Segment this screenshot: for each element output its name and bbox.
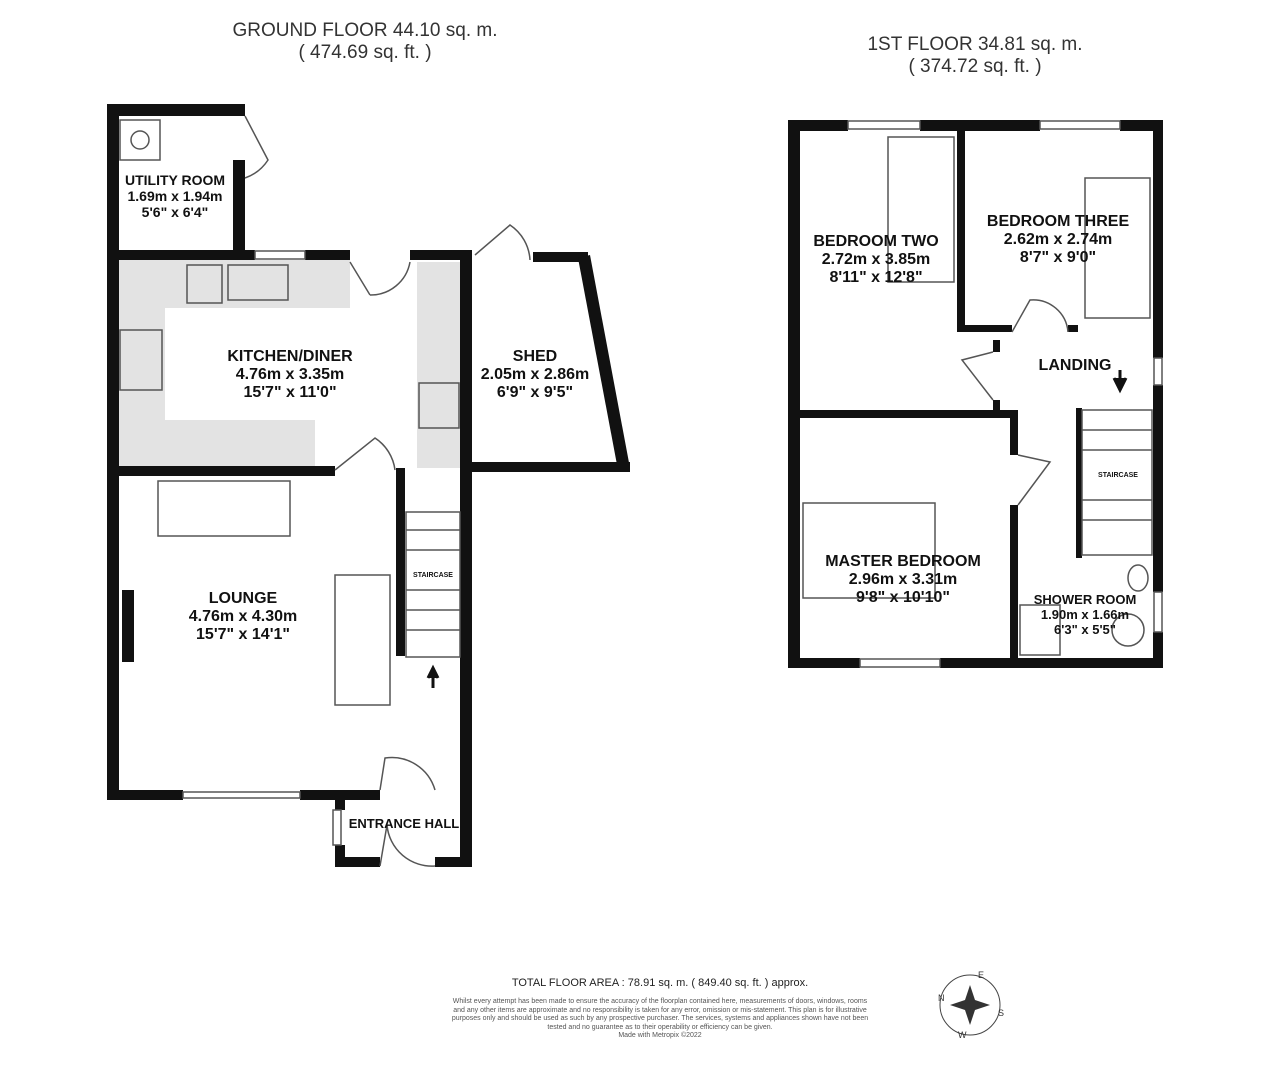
room-metric: 2.62m x 2.74m [1003,231,1113,248]
room-metric: 1.69m x 1.94m [127,188,223,204]
room-name: SHOWER ROOM [1033,592,1137,607]
room-shower: SHOWER ROOM 1.90m x 1.66m 6'3" x 5'5" [1034,592,1137,637]
room-lounge: LOUNGE 4.76m x 4.30m 15'7" x 14'1" [189,590,298,644]
room-name: SHED [512,348,558,365]
credit-text: Made with Metropix ©2022 [618,1032,702,1040]
room-shed: SHED 2.05m x 2.86m 6'9" x 9'5" [481,348,590,402]
ground-floor-fixtures [119,115,531,867]
first-floor-walls [788,120,1163,668]
room-bedroom-three: BEDROOM THREE 2.62m x 2.74m 8'7" x 9'0" [987,213,1129,267]
compass-icon [939,974,1001,1036]
compass-south: S [998,1008,1005,1018]
room-bedroom-two: BEDROOM TWO 2.72m x 3.85m 8'11" x 12'8" [813,233,938,287]
room-imperial: 6'3" x 5'5" [1054,622,1116,637]
room-imperial: 6'9" x 9'5" [496,384,574,401]
room-metric: 2.72m x 3.85m [821,251,931,268]
room-imperial: 5'6" x 6'4" [141,204,209,220]
room-name: UTILITY ROOM [124,172,226,188]
compass-north: N [938,993,945,1003]
staircase-label: STAIRCASE [1098,472,1138,479]
ground-floor-area-sqft: ( 474.69 sq. ft. ) [298,42,432,63]
first-floor-fixtures [802,120,1163,668]
first-floor-area: 1ST FLOOR 34.81 sq. m. [867,34,1083,55]
room-imperial: 9'8" x 10'10" [856,589,950,606]
room-name: ENTRANCE HALL [348,816,460,831]
room-name: BEDROOM THREE [986,213,1130,230]
room-landing: LANDING [1039,357,1112,375]
first-floor-area-sqft: ( 374.72 sq. ft. ) [908,56,1042,77]
room-metric: 4.76m x 4.30m [188,608,298,625]
compass-west: W [958,1030,967,1040]
room-name: KITCHEN/DINER [227,348,353,365]
room-imperial: 15'7" x 11'0" [243,384,337,401]
room-name: LANDING [1038,357,1112,374]
room-imperial: 8'11" x 12'8" [829,269,923,286]
first-floor-title: 1ST FLOOR 34.81 sq. m. ( 374.72 sq. ft. … [825,34,1125,78]
room-metric: 4.76m x 3.35m [235,366,345,383]
room-entrance-hall: ENTRANCE HALL [349,815,460,833]
room-utility: UTILITY ROOM 1.69m x 1.94m 5'6" x 6'4" [125,172,225,220]
room-imperial: 8'7" x 9'0" [1019,249,1097,266]
room-metric: 2.96m x 3.31m [848,571,958,588]
kitchen-counters [117,260,462,468]
stair-arrow-icon [426,664,440,688]
room-metric: 2.05m x 2.86m [480,366,590,383]
landing-arrow-icon [1112,370,1128,394]
ground-floor-area: GROUND FLOOR 44.10 sq. m. [232,20,498,41]
room-name: BEDROOM TWO [813,233,939,250]
room-master-bedroom: MASTER BEDROOM 2.96m x 3.31m 9'8" x 10'1… [825,553,981,607]
room-name: LOUNGE [208,590,278,607]
room-kitchen: KITCHEN/DINER 4.76m x 3.35m 15'7" x 11'0… [227,348,352,402]
staircase-label: STAIRCASE [413,572,453,579]
disclaimer: Whilst every attempt has been made to en… [450,998,870,1041]
ground-floor-walls [107,104,630,867]
total-floor-area: TOTAL FLOOR AREA : 78.91 sq. m. ( 849.40… [511,977,809,989]
compass-east: E [978,970,985,980]
room-metric: 1.90m x 1.66m [1040,607,1130,622]
room-imperial: 15'7" x 14'1" [196,626,290,643]
disclaimer-text: Whilst every attempt has been made to en… [451,998,869,1031]
room-name: MASTER BEDROOM [825,553,981,570]
ground-floor-title: GROUND FLOOR 44.10 sq. m. ( 474.69 sq. f… [210,20,520,64]
